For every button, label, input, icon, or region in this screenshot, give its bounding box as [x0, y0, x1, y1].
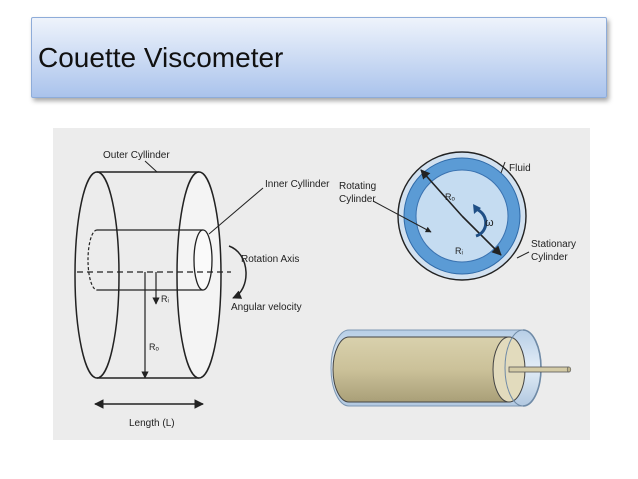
left-cylinder-diagram: Outer Cyllinder Inner Cyllinder Rotation…: [74, 150, 330, 429]
slide-title: Couette Viscometer: [38, 42, 284, 73]
inner-cylinder-label: Inner Cyllinder: [265, 179, 330, 190]
couette-figure: Outer Cyllinder Inner Cyllinder Rotation…: [53, 128, 590, 440]
inner-cylinder-leader: [208, 187, 264, 235]
outer-cylinder-left-end: [74, 171, 120, 379]
ri-radius-line: [461, 215, 502, 256]
inner-cylinder-left-end: [87, 229, 98, 291]
ro-section-label: Rₒ: [445, 192, 455, 202]
omega-label: ω: [485, 217, 494, 229]
stationary-leader: [516, 251, 530, 259]
couette-diagram: Outer Cyllinder Inner Cyllinder Rotation…: [74, 150, 576, 429]
omega-arrow: [475, 207, 488, 238]
inner-cylinder-body: [97, 229, 203, 291]
rotating-label-line2: Cylinder: [339, 194, 376, 205]
inner-rod-body: [332, 336, 510, 403]
cross-section-diagram: Rₒ Rᵢ ω Fluid Rotating Cylinder Stationa…: [339, 151, 576, 281]
ri-section-label: Rᵢ: [455, 246, 463, 256]
outer-cylinder-label: Outer Cyllinder: [103, 150, 170, 161]
rotating-label-line1: Rotating: [339, 181, 376, 192]
title-bar: Couette Viscometer: [31, 17, 607, 98]
cylinder-3d-illustration: [330, 329, 572, 407]
rotation-arrow: [228, 245, 247, 299]
fluid-leader: [500, 161, 506, 174]
drive-shaft: [508, 366, 570, 373]
fluid-label: Fluid: [509, 163, 531, 174]
ro-radius-line: [420, 169, 463, 217]
length-label: Length (L): [129, 418, 175, 429]
rotation-axis-label: Rotation Axis: [241, 254, 299, 265]
stationary-label-line1: Stationary: [531, 239, 576, 250]
stationary-label-line2: Cylinder: [531, 252, 568, 263]
ro-label: Rₒ: [149, 342, 159, 352]
outer-cylinder-leader: [144, 160, 158, 173]
inner-cylinder-right-end: [193, 229, 213, 291]
angular-velocity-label: Angular velocity: [231, 302, 302, 313]
rotating-leader: [372, 200, 432, 233]
ri-label: Rᵢ: [161, 294, 169, 304]
